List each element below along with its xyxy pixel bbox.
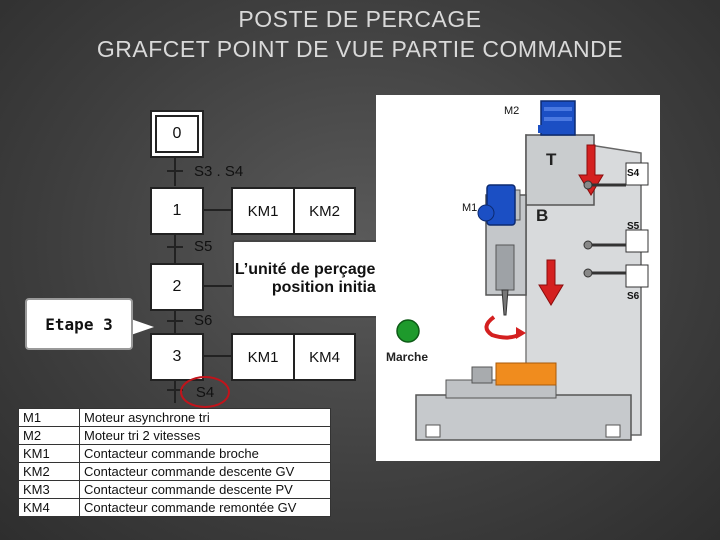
grafcet-action-step-3: KM1 KM4 — [231, 333, 356, 381]
page-title-line2: GRAFCET POINT DE VUE PARTIE COMMANDE — [96, 36, 624, 62]
grafcet-transition-tick-2 — [167, 246, 183, 248]
switch-s6-roller — [583, 268, 593, 278]
legend-code: KM1 — [18, 444, 80, 463]
label-s6: S6 — [627, 291, 640, 302]
grafcet-step-1: 1 — [150, 187, 204, 235]
drill-bit-icon — [501, 289, 509, 316]
drilling-machine-illustration: M2 T M1 B S4 S5 — [376, 95, 660, 461]
switch-s5-roller — [583, 240, 593, 250]
grafcet-transition-tick-3 — [167, 320, 183, 322]
legend-description: Contacteur commande descente PV — [79, 480, 331, 499]
grafcet-step-3: 3 — [150, 333, 204, 381]
action-km1: KM1 — [247, 348, 279, 366]
switch-s4-roller — [583, 180, 593, 190]
base-slot — [425, 424, 441, 438]
spindle — [495, 244, 515, 291]
label-s4: S4 — [627, 168, 640, 179]
etape-callout: Etape 3 — [25, 298, 133, 350]
legend-description: Moteur tri 2 vitesses — [79, 426, 331, 445]
base-slot — [605, 424, 621, 438]
legend-description: Contacteur commande remontée GV — [79, 498, 331, 517]
grafcet-action-link-2 — [202, 285, 232, 287]
limit-switch-s4: S4 — [583, 162, 649, 190]
down-arrow-icon — [538, 259, 564, 306]
legend-description: Moteur asynchrone tri — [79, 408, 331, 427]
grafcet-transition-2: S5 — [194, 238, 213, 255]
grafcet-step-1-label: 1 — [172, 202, 182, 219]
workpiece — [495, 362, 557, 386]
vise-jaw — [471, 366, 493, 384]
legend-code: KM4 — [18, 498, 80, 517]
label-b: B — [536, 206, 548, 225]
label-marche: Marche — [386, 350, 428, 364]
etape-callout-text: Etape 3 — [45, 314, 113, 334]
action-km4: KM4 — [293, 335, 354, 379]
limit-switch-s6: S6 — [583, 264, 649, 302]
motor-m2-fin — [544, 117, 572, 121]
legend-code: KM3 — [18, 480, 80, 499]
action-km2: KM2 — [293, 189, 354, 233]
legend-code: M2 — [18, 426, 80, 445]
marche-button-icon — [396, 319, 420, 343]
grafcet-transition-4-highlight: S4 — [180, 376, 230, 408]
legend-description: Contacteur commande broche — [79, 444, 331, 463]
label-s5: S5 — [627, 221, 640, 232]
limit-switch-s5: S5 — [583, 221, 649, 253]
rotation-arrow-icon — [484, 315, 524, 340]
grafcet-link-3-out — [174, 379, 176, 403]
legend-code: KM2 — [18, 462, 80, 481]
machine-head — [525, 134, 595, 206]
grafcet-step-0-inner: 0 — [155, 115, 199, 153]
grafcet-step-0-label: 0 — [172, 125, 182, 142]
machine-base — [415, 394, 632, 441]
etape-callout-pointer — [128, 318, 154, 336]
label-m1: M1 — [462, 202, 477, 214]
grafcet-transition-1: S3 . S4 — [194, 163, 244, 180]
grafcet-step-0: 0 — [150, 110, 204, 158]
legend-code: M1 — [18, 408, 80, 427]
grafcet-transition-3: S6 — [194, 312, 213, 329]
motor-m2-fin — [544, 107, 572, 111]
label-t: T — [546, 150, 557, 169]
motor-m2-box — [538, 125, 544, 133]
motor-m1-end — [477, 204, 495, 222]
grafcet-action-link-1 — [202, 209, 231, 211]
rotation-arrowhead-icon — [516, 327, 526, 339]
drilling-machine-svg: M2 T M1 B S4 S5 — [386, 100, 649, 441]
page-title-line1: POSTE DE PERCAGE — [238, 6, 482, 32]
switch-s4-box — [625, 162, 649, 186]
switch-s6-box — [625, 264, 649, 288]
grafcet-action-step-1: KM1 KM2 — [231, 187, 356, 235]
legend-description: Contacteur commande descente GV — [79, 462, 331, 481]
grafcet-transition-tick-4 — [167, 389, 183, 391]
label-m2: M2 — [504, 105, 519, 117]
grafcet-step-2: 2 — [150, 263, 204, 311]
action-km1: KM1 — [247, 202, 279, 220]
grafcet-transition-tick-1 — [167, 170, 183, 172]
grafcet-step-3-label: 3 — [172, 348, 182, 365]
grafcet-link-1-2 — [174, 233, 176, 263]
switch-s5-box — [625, 229, 649, 253]
grafcet-step-2-label: 2 — [172, 278, 182, 295]
grafcet-action-link-3 — [202, 355, 231, 357]
grafcet-transition-4: S4 — [195, 383, 215, 401]
